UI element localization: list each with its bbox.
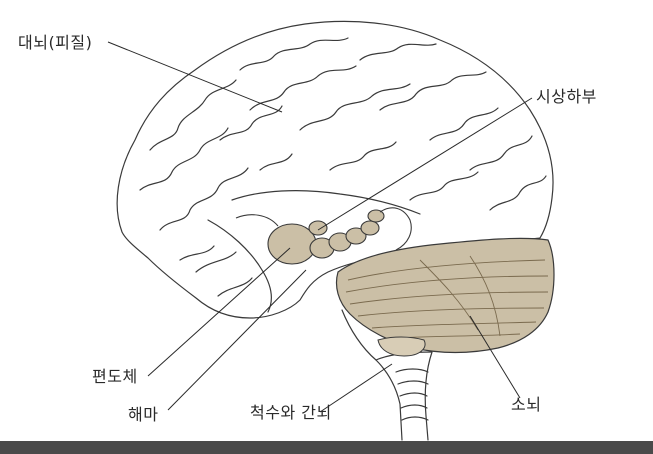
leader-amygdala [148,248,290,376]
label-hippocampus: 해마 [128,406,158,424]
cerebellum-shape [337,238,555,352]
label-spinal-cord: 척수와 간뇌 [250,404,332,422]
label-amygdala: 편도체 [92,368,138,386]
limbic-structures [268,210,384,264]
leader-cerebrum [108,42,282,112]
temporal-lobe-boundary [232,191,420,214]
label-cerebrum: 대뇌(피질) [18,34,92,52]
label-hypothalamus: 시상하부 [536,88,597,106]
leader-hypothalamus [318,98,532,230]
bottom-border-bar [0,441,653,454]
label-cerebellum: 소뇌 [511,396,541,414]
leader-hippocampus [168,270,306,410]
